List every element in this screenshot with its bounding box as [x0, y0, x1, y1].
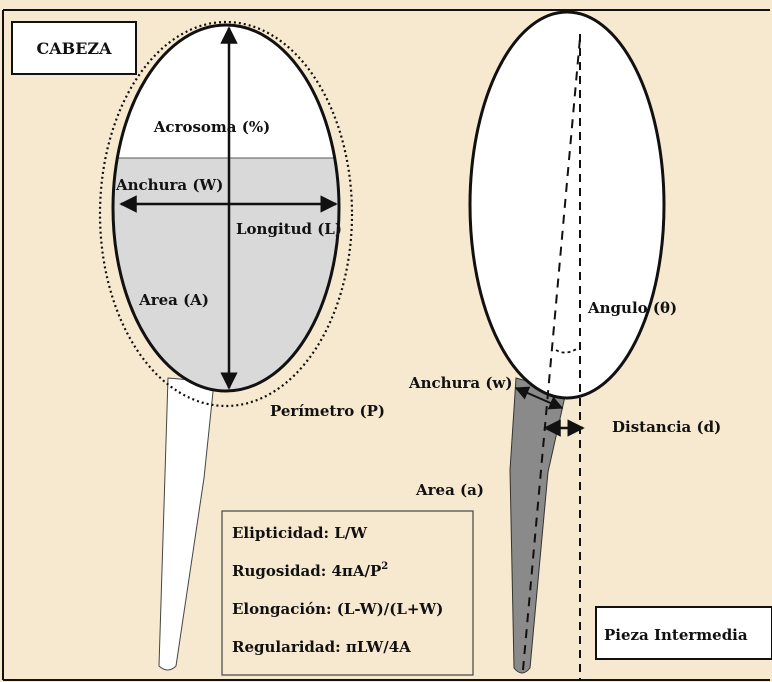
area-a-label: Area (a)	[415, 481, 484, 499]
elipticidad-formula: Elipticidad: L/W	[232, 524, 368, 542]
rugosidad-exponent: 2	[381, 561, 388, 572]
cabeza-title: CABEZA	[37, 39, 113, 58]
elongacion-formula: Elongación: (L-W)/(L+W)	[232, 600, 443, 618]
anchura-W-label: Anchura (W)	[115, 176, 223, 194]
regularidad-formula: Regularidad: πLW/4A	[232, 638, 411, 656]
pieza-intermedia-title: Pieza Intermedia	[604, 626, 748, 644]
area-A-label: Area (A)	[138, 291, 209, 309]
acrosoma-label: Acrosoma (%)	[153, 118, 270, 136]
anchura-w-label: Anchura (w)	[408, 374, 512, 392]
rugosidad-formula: Rugosidad: 4πA/P2	[232, 561, 388, 580]
midpiece-head-ellipse	[470, 12, 664, 398]
distancia-label: Distancia (d)	[612, 418, 721, 436]
angulo-label: Angulo (θ)	[587, 299, 677, 317]
perimetro-label: Perímetro (P)	[270, 402, 385, 420]
longitud-L-label: Longitud (L)	[236, 220, 342, 238]
